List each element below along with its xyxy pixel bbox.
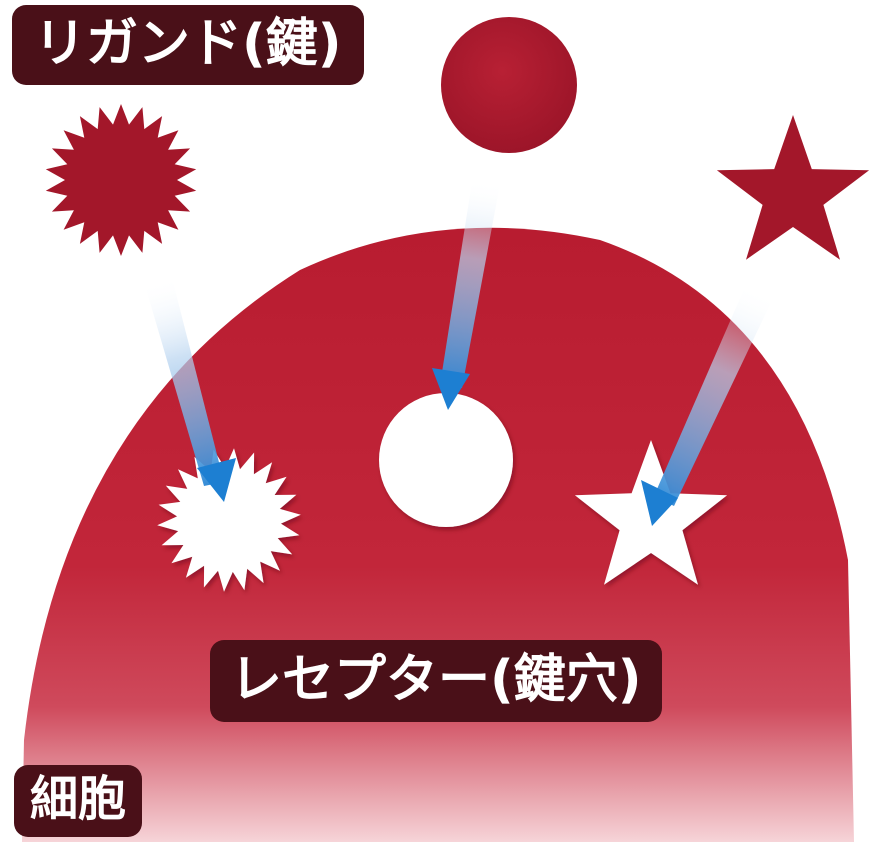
cell-label: 細胞: [14, 765, 143, 837]
arrow-starburst: [144, 278, 236, 502]
arrow-circle: [432, 182, 500, 410]
receptor-label: レセプター(鍵穴): [210, 640, 662, 722]
ligand-star-icon: [716, 115, 870, 260]
ligand-circle-icon: [441, 17, 577, 153]
cell-body: [22, 227, 854, 842]
receptor-starburst-hole: [157, 448, 301, 592]
ligand-label: リガンド(鍵): [12, 5, 364, 85]
ligand-starburst-icon: [45, 104, 197, 256]
receptor-circle-hole: [379, 393, 513, 527]
arrow-star: [641, 280, 776, 526]
